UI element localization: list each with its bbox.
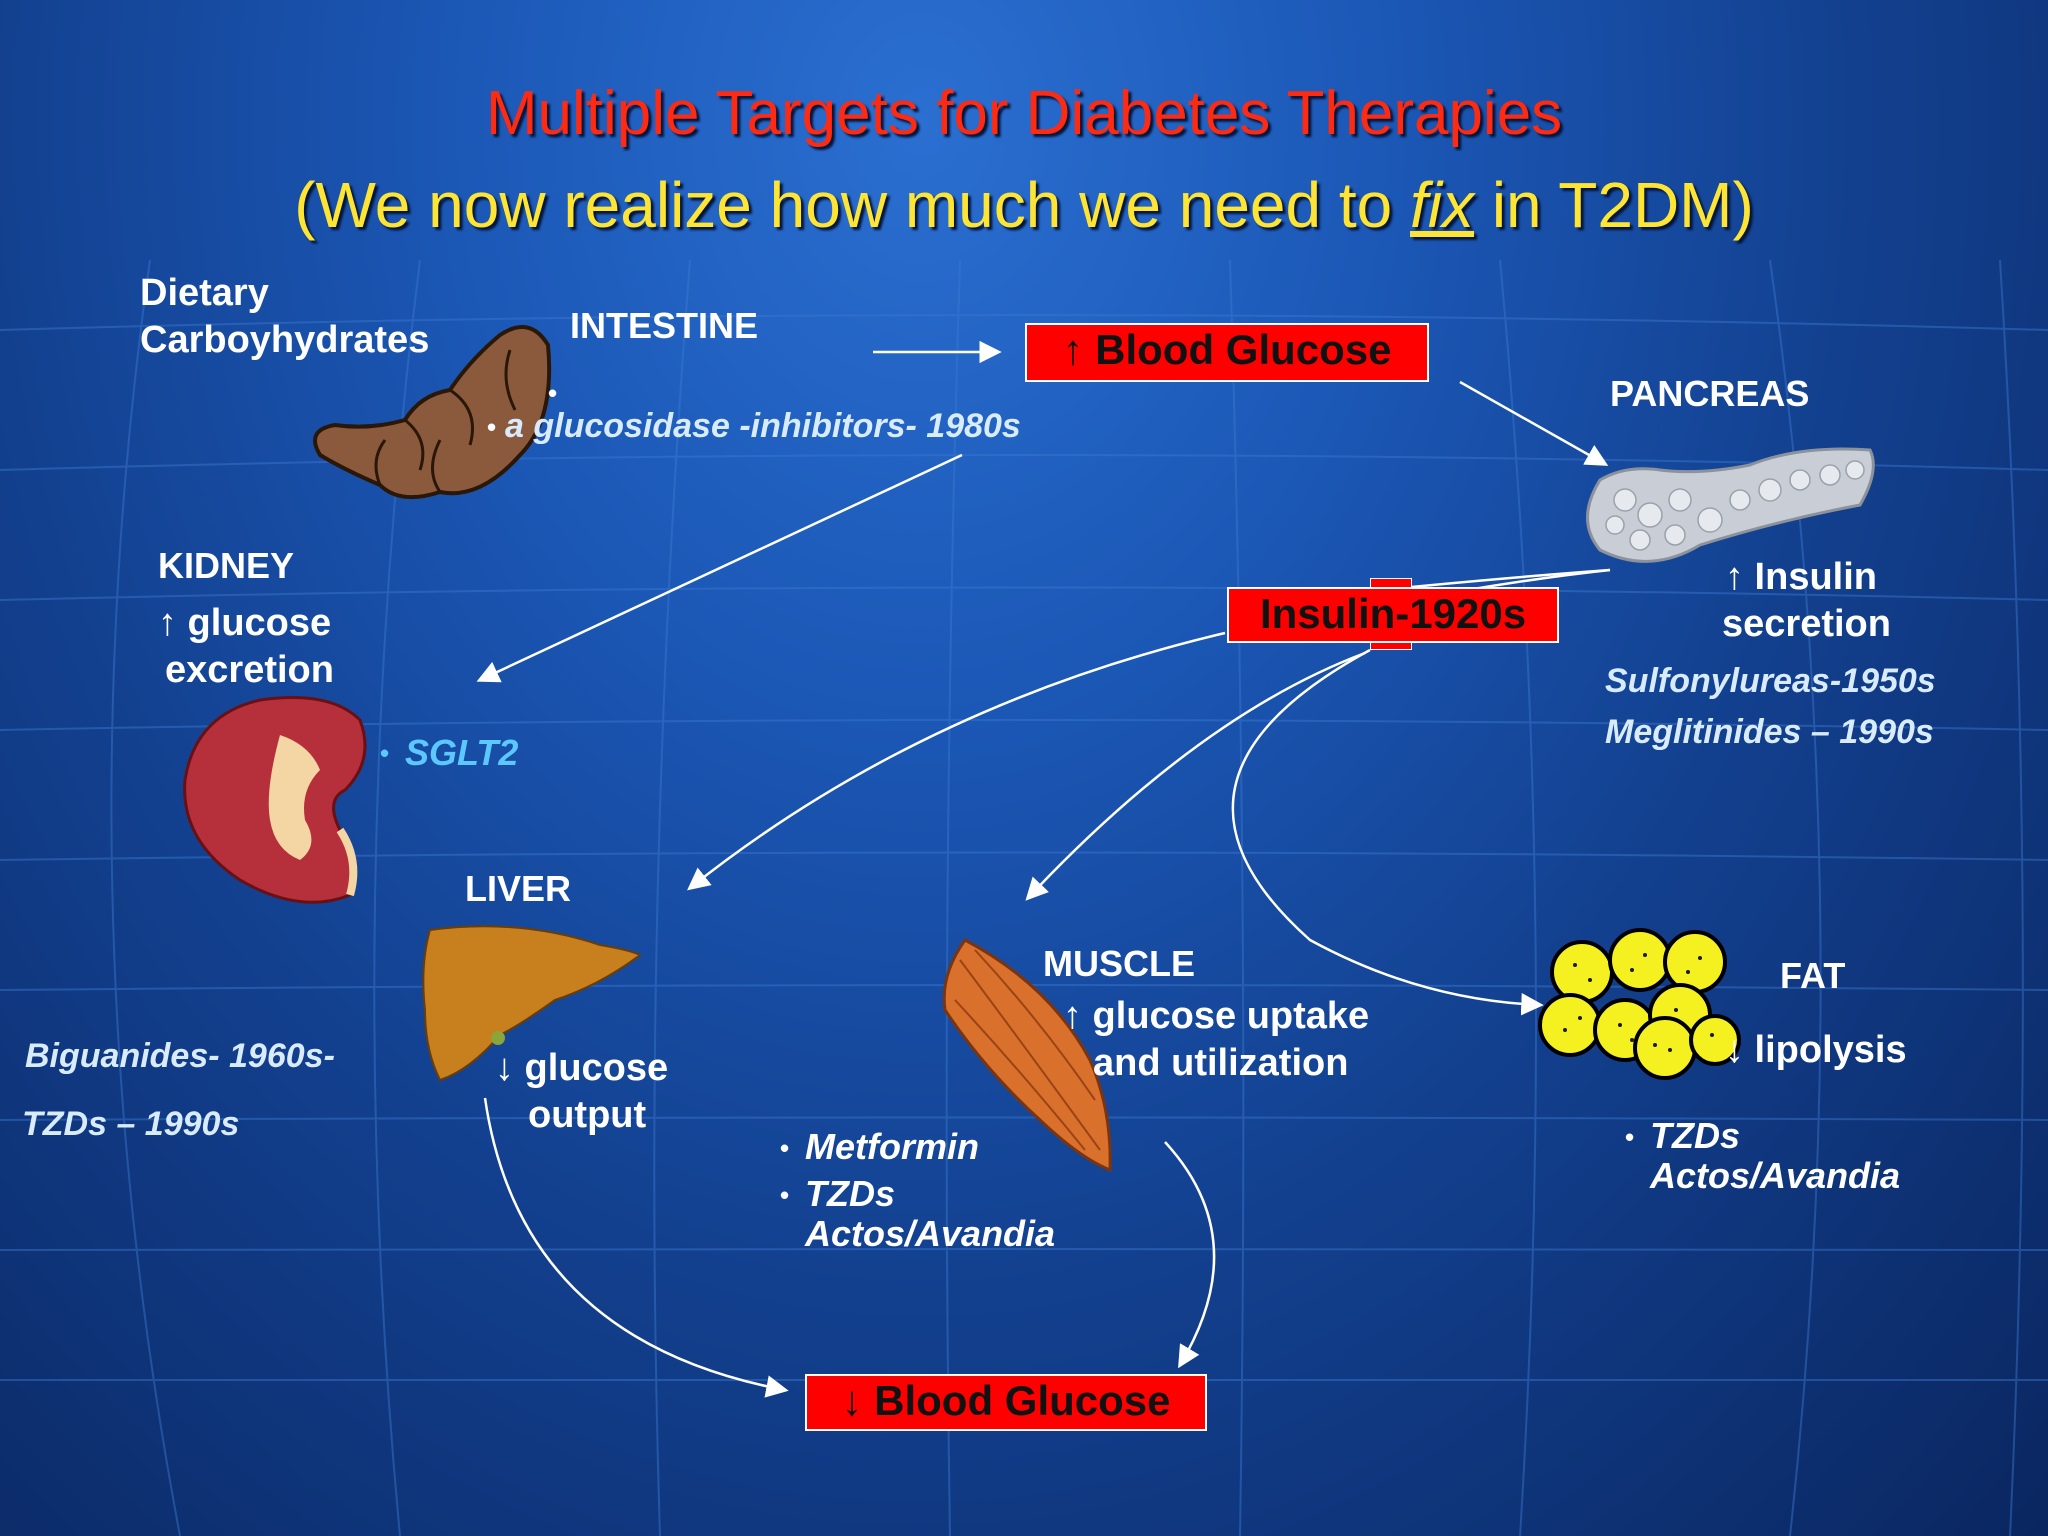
kidney-effect-line2: excretion: [165, 649, 334, 691]
blood-glucose-decrease-box: ↓ Blood Glucose: [805, 1374, 1207, 1431]
muscle-drug-actos-avandia: Actos/Avandia: [805, 1213, 1056, 1254]
fat-drug-actos-avandia: Actos/Avandia: [1650, 1155, 1901, 1196]
blood-glucose-increase-label: Blood Glucose: [1095, 326, 1392, 373]
slide-subtitle: (We now realize how much we need to fix …: [0, 168, 2048, 242]
intestine-bullet: •: [487, 412, 497, 442]
subtitle-fix: fix: [1410, 169, 1475, 241]
dietary-line1: Dietary: [140, 272, 269, 314]
muscle-effect-line2: and utilization: [1093, 1042, 1349, 1084]
blood-glucose-increase-box: ↑ Blood Glucose: [1025, 323, 1429, 382]
muscle-bullet-1: •: [780, 1133, 790, 1163]
fat-effect: ↓ lipolysis: [1725, 1029, 1907, 1071]
up-arrow-icon: ↑: [1062, 326, 1084, 373]
kidney-bullet: •: [380, 738, 390, 768]
liver-label: LIVER: [465, 868, 572, 909]
arrow-insulin-to-muscle: [1025, 651, 1366, 901]
arrow-blood-glucose-to-pancreas: [1459, 380, 1609, 466]
liver-drug-biguanides: Biguanides- 1960s-: [25, 1037, 335, 1075]
pancreas-drug-meglitinides: Meglitinides – 1990s: [1605, 713, 1934, 751]
muscle-label: MUSCLE: [1043, 943, 1195, 984]
liver-effect-line1: ↓ glucose: [495, 1047, 669, 1089]
pancreas-effect-line1: ↑ Insulin: [1725, 556, 1877, 598]
pancreas-effect-line2: secretion: [1722, 603, 1891, 645]
fat-drug-tzds: TZDs: [1650, 1115, 1740, 1156]
arrow-insulin-to-fat: [1231, 648, 1544, 1016]
pancreas-drug-sulfonylureas: Sulfonylureas-1950s: [1605, 662, 1936, 700]
subtitle-text-before: (We now realize how much we need to: [294, 169, 1411, 241]
muscle-drug-metformin: Metformin: [805, 1126, 979, 1167]
kidney-effect-line1: ↑ glucose: [158, 602, 332, 644]
fat-bullet: •: [1625, 1122, 1635, 1152]
dietary-line2: Carboyhydrates: [140, 319, 430, 361]
arrow-liver-to-blood-glucose: [483, 1097, 789, 1398]
down-arrow-icon: ↓: [841, 1377, 863, 1424]
intestine-label: INTESTINE: [570, 305, 759, 346]
muscle-drug-tzds: TZDs: [805, 1173, 895, 1214]
pancreas-label: PANCREAS: [1610, 373, 1810, 414]
kidney-drug-sglt2: SGLT2: [405, 732, 519, 773]
slide-title: Multiple Targets for Diabetes Therapies: [485, 79, 1563, 148]
muscle-bullet-2: •: [780, 1180, 790, 1210]
fat-label: FAT: [1780, 955, 1846, 996]
insulin-box: Insulin-1920s: [1227, 587, 1559, 643]
kidney-label: KIDNEY: [158, 545, 295, 586]
subtitle-text-after: in T2DM): [1474, 169, 1754, 241]
arrow-insulin-to-liver: [687, 631, 1226, 891]
arrow-intestine-to-kidney: [476, 453, 963, 683]
blood-glucose-decrease-label: Blood Glucose: [874, 1377, 1171, 1424]
intestine-bullet-empty: •: [548, 378, 558, 408]
muscle-effect-line1: ↑ glucose uptake: [1063, 995, 1370, 1037]
liver-drug-tzds: TZDs – 1990s: [22, 1105, 240, 1143]
intestine-drug: a glucosidase -inhibitors- 1980s: [505, 407, 1021, 445]
arrow-muscle-to-blood-glucose: [1164, 1141, 1216, 1369]
liver-effect-line2: output: [528, 1094, 647, 1136]
